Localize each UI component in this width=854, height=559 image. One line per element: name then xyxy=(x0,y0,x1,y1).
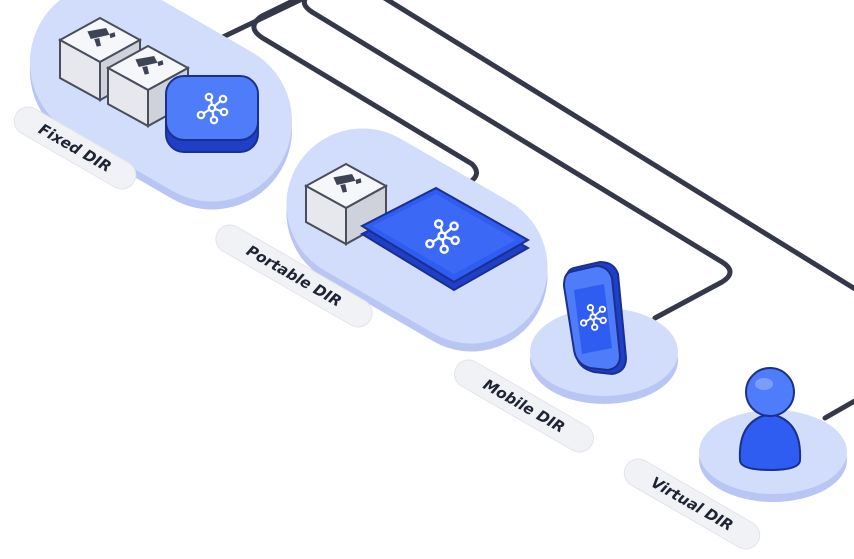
link-upper xyxy=(382,0,854,292)
fixed-network-device xyxy=(165,75,259,153)
mobile-phone-device xyxy=(562,260,628,376)
link-mobile xyxy=(301,0,733,321)
connection-lines xyxy=(197,0,854,421)
virtual-dir-group: Virtual DIR xyxy=(623,367,847,550)
link-portable xyxy=(251,0,479,195)
fixed-dir-group: Fixed DIR xyxy=(13,0,293,210)
portable-network-tablet xyxy=(359,186,531,292)
person-icon xyxy=(738,367,802,472)
link-virtual xyxy=(822,398,854,421)
portable-camera-cube xyxy=(303,162,389,246)
